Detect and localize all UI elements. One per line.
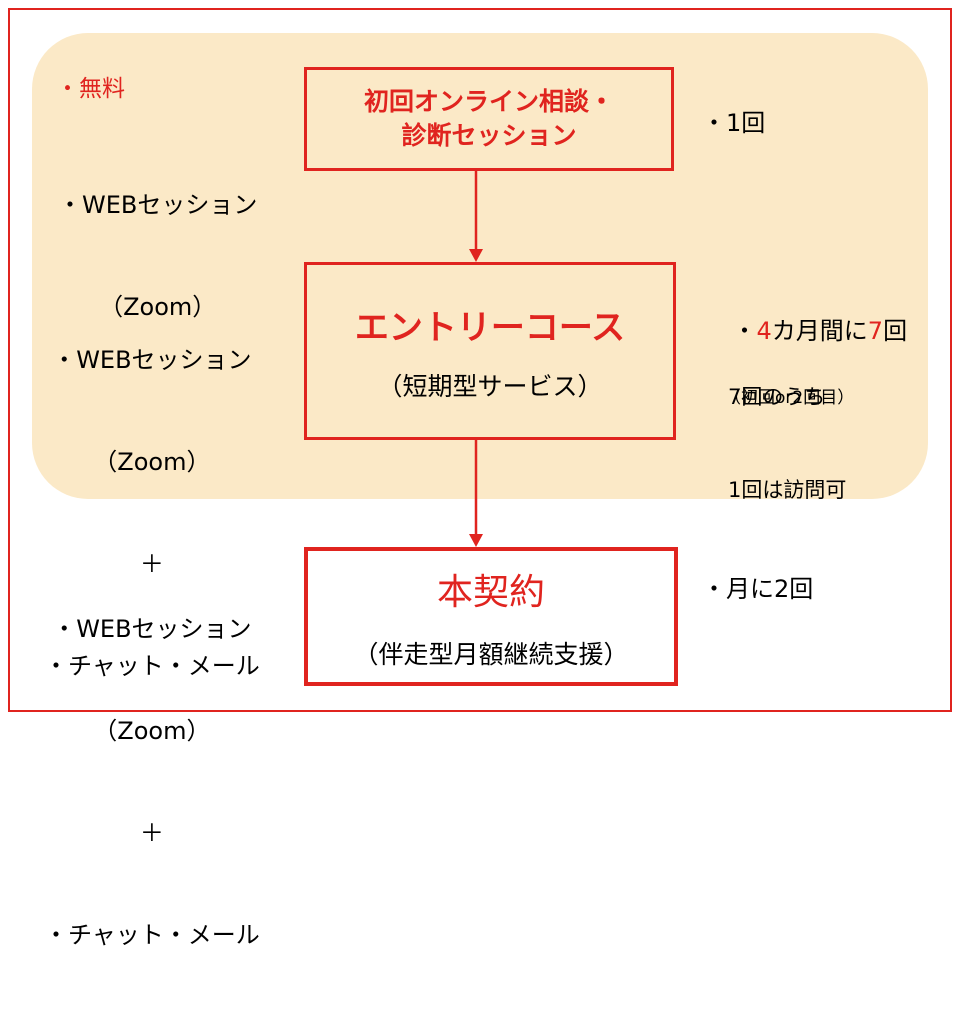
plus-sign: ＋ [139, 550, 164, 578]
web-session-label: ・WEBセッション [52, 346, 252, 374]
months-value: 4 [756, 317, 772, 345]
consultation-count-note: ・1回 [702, 109, 766, 137]
main-contract-box: 本契約 （伴走型月額継続支援） [304, 547, 678, 686]
chat-mail-label: ・チャット・メール [44, 921, 260, 949]
visit-note-line2: 1回は訪問可 [728, 478, 847, 502]
consultation-box: 初回オンライン相談・ 診断セッション [304, 67, 674, 171]
consultation-title: 初回オンライン相談・ 診断セッション [363, 87, 614, 150]
visit-note-line1: 7回のうち [728, 385, 826, 409]
flow-arrows [469, 171, 483, 547]
entry-frequency-note: ・4カ月間に7回 [702, 280, 908, 382]
sessions-label: 回 [883, 317, 908, 345]
main-contract-subtitle: （伴走型月額継続支援） [353, 639, 629, 669]
entry-course-box: エントリーコース （短期型サービス） [304, 262, 676, 440]
left-group-2: ・WEBセッション （Zoom） ＋ ・チャット・メール [44, 275, 260, 751]
web-session-label: ・WEBセッション [58, 191, 258, 219]
zoom-label: （Zoom） [99, 293, 217, 321]
arrow-consultation-to-entry [469, 171, 483, 262]
left-group-1: ・WEBセッション （Zoom） [58, 120, 257, 392]
contract-frequency-note: ・月に2回 [702, 575, 814, 603]
entry-course-subtitle: （短期型サービス） [377, 371, 603, 401]
entry-course-title: エントリーコース [354, 307, 626, 348]
outer-frame [8, 8, 952, 712]
free-label: ・無料 [56, 76, 125, 102]
web-session-label: ・WEBセッション [52, 615, 252, 643]
bullet: ・ [732, 317, 757, 345]
chat-mail-label: ・チャット・メール [44, 652, 260, 680]
visit-timing-note: （初回or2回目） [724, 388, 855, 408]
months-label: カ月間に [771, 317, 868, 345]
sessions-value: 7 [867, 317, 884, 345]
entry-visit-note: 7回のうち 1回は訪問可 [728, 320, 846, 568]
plus-sign: ＋ [139, 819, 164, 847]
main-contract-title: 本契約 [436, 571, 545, 613]
arrow-entry-to-contract [469, 440, 483, 547]
zoom-label: （Zoom） [93, 448, 211, 476]
flow-diagram: ・無料 ・WEBセッション （Zoom） ・WEBセッション （Zoom） ＋ … [8, 8, 952, 949]
